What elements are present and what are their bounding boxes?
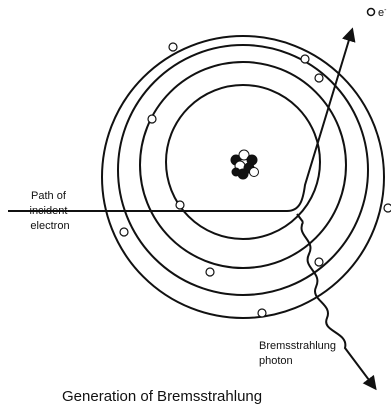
orbital-electron xyxy=(315,258,323,266)
incident-electron-path xyxy=(8,30,352,211)
orbital-electron xyxy=(148,115,156,123)
photon-label-line-2: photon xyxy=(259,355,293,367)
figure-caption: Generation of Bremsstrahlung xyxy=(62,388,262,405)
ejected-electron-label: e- xyxy=(378,7,387,19)
photon-label: Bremsstrahlung photon xyxy=(259,340,339,367)
bremsstrahlung-photon-path xyxy=(301,222,375,388)
incident-label-line-2: incident xyxy=(30,205,68,217)
orbital-electron xyxy=(176,201,184,209)
orbital-electron xyxy=(206,268,214,276)
nucleus xyxy=(231,150,259,179)
orbital-electron xyxy=(120,228,128,236)
orbital-electron xyxy=(384,204,391,212)
incident-label-line-1: Path of xyxy=(31,190,67,202)
orbital-electron xyxy=(169,43,177,51)
nucleon xyxy=(250,168,259,177)
orbital-electron xyxy=(301,55,309,63)
ejected-electron xyxy=(368,9,375,16)
photon-label-line-1: Bremsstrahlung xyxy=(259,340,336,352)
nucleon xyxy=(232,168,240,176)
incident-electron-label: Path of incident electron xyxy=(30,190,71,232)
orbital-electron xyxy=(258,309,266,317)
incident-label-line-3: electron xyxy=(30,220,69,232)
orbital-electron xyxy=(315,74,323,82)
